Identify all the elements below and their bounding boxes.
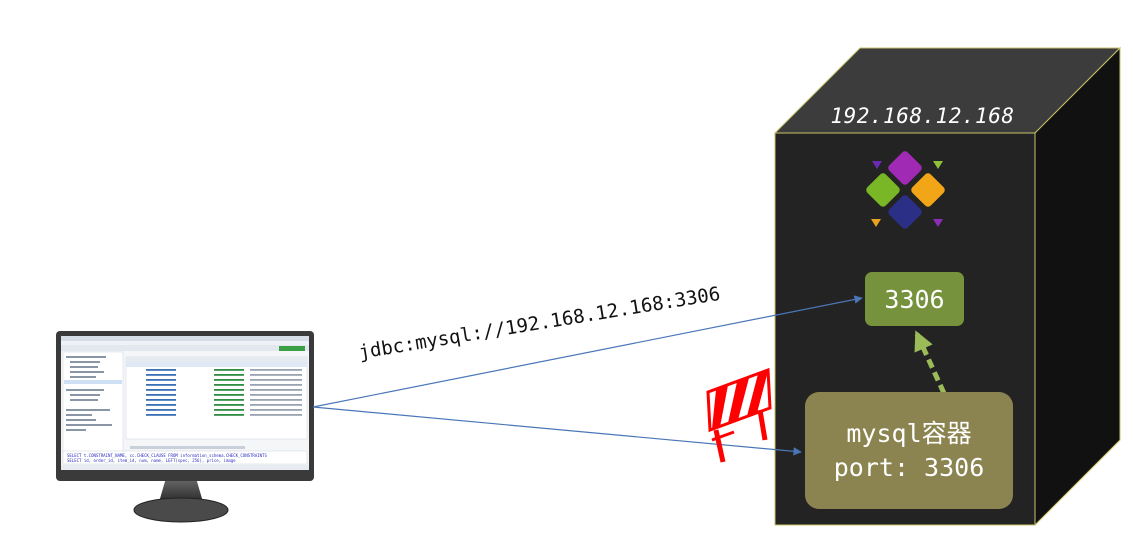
server-ip-label: 192.168.12.168 [830,104,1015,128]
monitor-stand [159,478,203,502]
host-port-label: 3306 [884,284,945,314]
jdbc-connection-arrow [312,295,863,408]
computer-monitor-icon [56,331,314,523]
docker-logo-icon [866,151,945,229]
db-tree-panel [62,351,124,461]
mysql-container-box: mysql容器 port: 3306 [805,392,1013,509]
sql-line-1: SELECT t.CONSTRAINT_NAME, cc.CHECK_CLAUS… [67,453,267,458]
host-port-box: 3306 [865,272,964,326]
monitor-base [133,497,229,523]
sql-line-2: SELECT id, order_id, item_id, num, name,… [67,458,236,463]
firewall-barrier-icon [706,367,772,463]
server-side-face [1034,46,1121,527]
container-title: mysql容器 [846,418,972,448]
sql-editor [62,450,308,465]
container-port: port: 3306 [833,452,985,482]
